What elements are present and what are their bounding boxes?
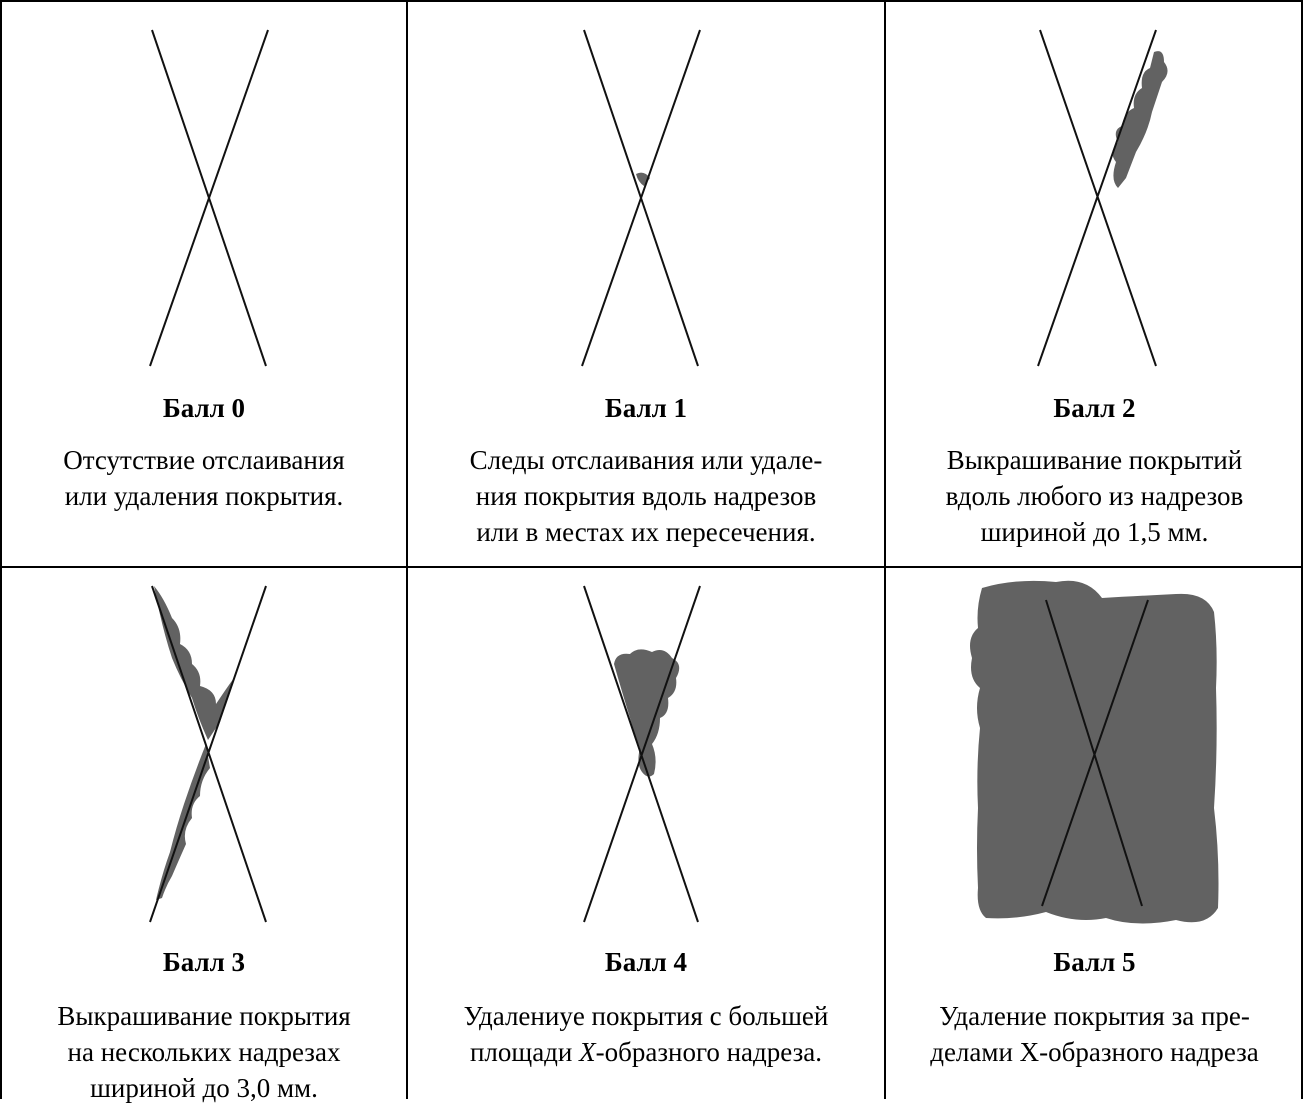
description-line: Следы отслаивания или удале-	[469, 445, 823, 475]
peel-area	[614, 649, 680, 777]
cell-score-1: Балл 1 Следы отслаивания или удале- ния …	[408, 2, 884, 566]
description-line: Выкрашивание покрытия	[57, 1001, 351, 1031]
cell-score-3: Балл 3 Выкрашивание покрытия на нескольк…	[2, 568, 406, 1103]
table-border-top	[0, 0, 1303, 2]
x-cut-figure-score-1	[581, 29, 701, 367]
description-line: Выкрашивание покрытий	[946, 445, 1243, 475]
cut-line-right	[149, 585, 267, 923]
cut-line-right	[581, 29, 701, 367]
score-description: Следы отслаивания или удале- ния покрыти…	[408, 442, 884, 550]
cell-score-0: Балл 0 Отсутствие отслаивания или удален…	[2, 2, 406, 566]
score-title: Балл 3	[162, 947, 246, 977]
description-line: вдоль любого из надрезов	[945, 481, 1244, 511]
x-cut-figure-score-5	[970, 580, 1219, 924]
cut-line-right	[1041, 599, 1149, 907]
cut-line-right	[149, 29, 269, 367]
score-title: Балл 1	[604, 393, 688, 423]
peel-area-upper	[154, 586, 234, 740]
table-divider-row	[0, 566, 1303, 568]
score-description: Отсутствие отслаивания или удаления покр…	[2, 442, 406, 514]
cut-line-right	[1037, 29, 1157, 367]
cell-score-4: Балл 4 Удалениye покрытия с большей площ…	[408, 568, 884, 1099]
description-line: или в местах их пересечения.	[476, 517, 816, 547]
score-description: Выкрашивание покрытий вдоль любого из на…	[886, 442, 1303, 550]
description-line: Удалениye покрытия с большей	[463, 1001, 829, 1031]
table-border-right	[1301, 0, 1303, 1099]
description-line: шириной до 3,0 мм.	[90, 1073, 318, 1103]
score-title: Балл 5	[1053, 947, 1136, 977]
description-line: Удаление покрытия за пре-	[939, 1001, 1250, 1031]
description-line: или удаления покрытия.	[64, 481, 344, 511]
x-cut-figure-score-2	[1037, 29, 1168, 367]
table-divider-col1	[406, 0, 408, 1099]
score-description: Удаление покрытия за пре- делами X-образ…	[886, 998, 1303, 1070]
description-line: Отсутствие отслаивания	[63, 445, 345, 475]
description-line: площади X-образного надреза.	[469, 1037, 822, 1067]
score-description: Выкрашивание покрытия на нескольких надр…	[2, 998, 406, 1106]
table-border-left	[0, 0, 2, 1099]
peel-spot	[636, 172, 650, 186]
cell-score-5: Балл 5 Удаление покрытия за пре- делами …	[886, 568, 1303, 1099]
score-description: Удалениye покрытия с большей площади X-о…	[408, 998, 884, 1070]
table-divider-col2	[884, 0, 886, 1099]
score-title: Балл 2	[1053, 393, 1136, 423]
x-cut-figure-score-4	[583, 585, 701, 923]
cell-score-2: Балл 2 Выкрашивание покрытий вдоль любог…	[886, 2, 1303, 566]
description-line: шириной до 1,5 мм.	[980, 517, 1209, 547]
description-line: делами X-образного надреза	[930, 1037, 1259, 1067]
score-title: Балл 4	[604, 947, 688, 977]
peel-area-lower	[156, 744, 210, 900]
description-line: на нескольких надрезах	[67, 1037, 341, 1067]
description-line: ния покрытия вдоль надрезов	[475, 481, 817, 511]
cut-line-right	[583, 585, 701, 923]
x-cut-figure-score-0	[149, 29, 269, 367]
x-cut-figure-score-3	[149, 585, 267, 923]
peel-area	[1112, 51, 1168, 188]
score-title: Балл 0	[162, 393, 246, 423]
